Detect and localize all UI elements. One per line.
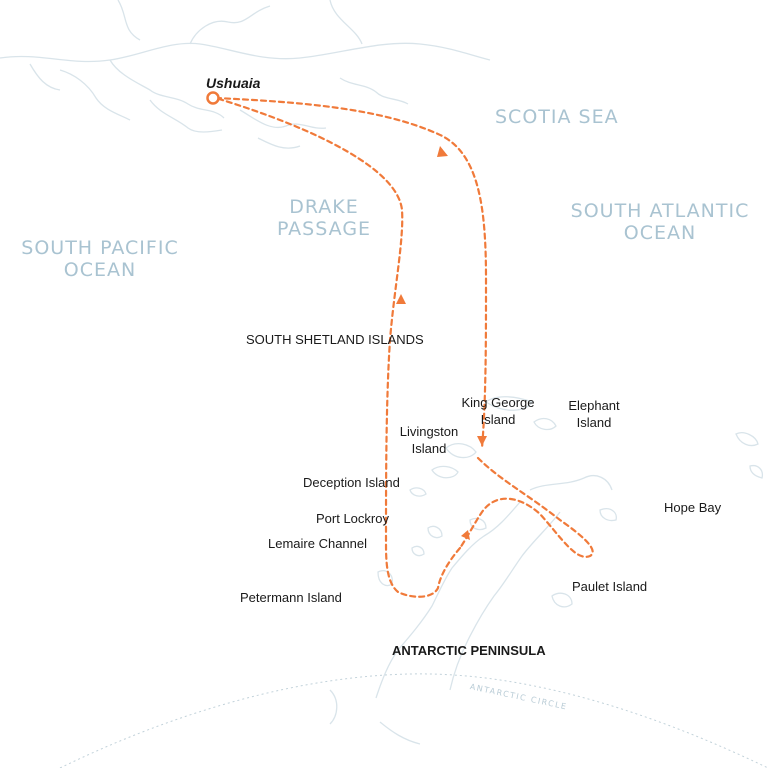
route-arrow [477,436,487,446]
paulet-island-label: Paulet Island [572,579,648,594]
king-george-line-1: King George [461,395,535,410]
scotia-sea-label: SCOTIA SEA [495,106,619,128]
south-pacific-line-2: OCEAN [63,259,137,281]
south-atlantic-ocean-label: SOUTH ATLANTIC OCEAN [562,200,758,244]
route-arrow [461,530,470,540]
south-atlantic-line-2: OCEAN [623,222,697,244]
drake-passage-line-2: PASSAGE [276,218,372,240]
petermann-island-label: Petermann Island [240,590,342,605]
elephant-line-2: Island [576,415,612,430]
elephant-line-1: Elephant [568,398,620,413]
king-george-island-label: King George Island [456,394,540,428]
route-weddell-loop [458,456,594,558]
ushuaia-port-marker[interactable] [206,91,220,105]
land-tierra-del-fuego [0,0,491,149]
livingston-island-label: Livingston Island [394,423,464,457]
land-south-shetland [409,396,764,497]
antarctic-circle-line [59,673,768,768]
livingston-line-2: Island [411,441,447,456]
livingston-line-1: Livingston [399,424,459,439]
route-peninsula [214,96,462,598]
route-outbound [214,96,488,450]
route-arrows [396,146,487,540]
expedition-route [214,96,594,598]
port-lockroy-label: Port Lockroy [316,511,389,526]
ushuaia-label[interactable]: Ushuaia [206,75,261,91]
south-shetland-islands-label: SOUTH SHETLAND ISLANDS [246,332,424,347]
route-arrow [396,294,406,304]
hope-bay-label: Hope Bay [664,500,722,515]
king-george-line-2: Island [480,412,516,427]
elephant-island-label: Elephant Island [564,397,624,431]
south-pacific-line-1: SOUTH PACIFIC [21,237,179,259]
drake-passage-line-1: DRAKE [289,196,359,218]
south-atlantic-line-1: SOUTH ATLANTIC [570,200,750,222]
lemaire-channel-label: Lemaire Channel [268,536,368,551]
drake-passage-label: DRAKE PASSAGE [274,196,374,240]
deception-island-label: Deception Island [303,475,400,490]
antarctic-peninsula-label: ANTARCTIC PENINSULA [392,643,546,658]
land-antarctic-peninsula [329,475,617,745]
route-arrow [437,146,448,157]
south-pacific-ocean-label: SOUTH PACIFIC OCEAN [14,237,186,281]
